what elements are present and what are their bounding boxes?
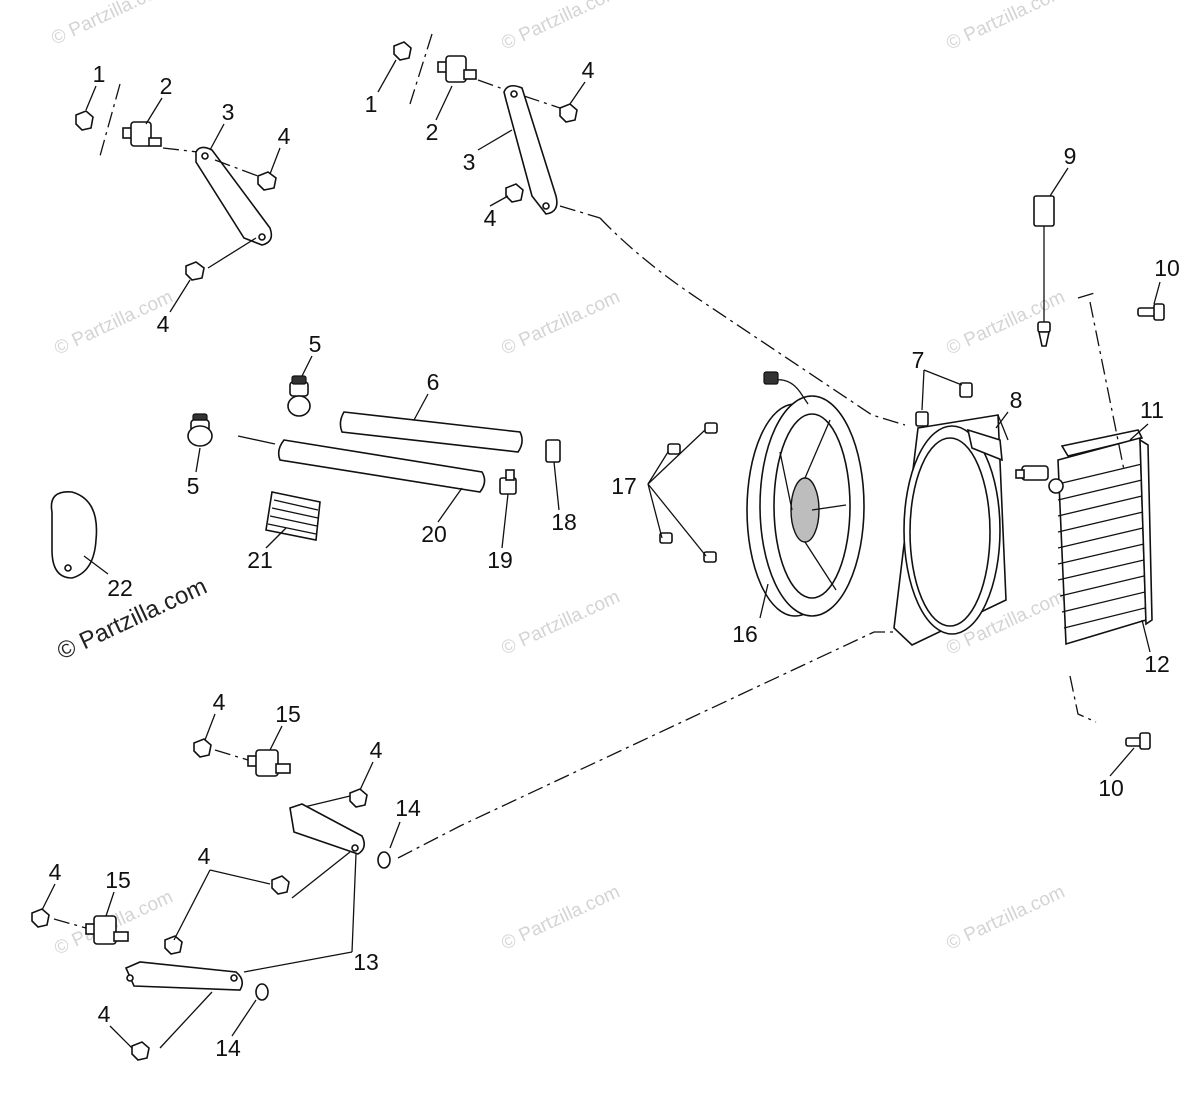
callout-6: 6	[427, 369, 440, 395]
bracket-part-13	[289, 803, 366, 855]
callout-4: 4	[49, 859, 62, 885]
clip-part-22	[50, 491, 98, 579]
callout-22: 22	[107, 575, 133, 601]
callout-3: 3	[463, 149, 476, 175]
callout-4: 4	[157, 311, 170, 337]
callout-4: 4	[198, 843, 211, 869]
watermark-text: © Partzilla.com	[498, 586, 623, 659]
watermark-text: © Partzilla.com	[943, 881, 1068, 954]
nut-part-4	[559, 103, 578, 123]
callout-4: 4	[582, 57, 595, 83]
fitting-part-19	[499, 469, 517, 495]
nut-part-4	[185, 261, 205, 281]
hose-part-6	[339, 411, 523, 453]
callout-11: 11	[1140, 397, 1164, 423]
shroud-part-8	[893, 414, 1009, 646]
hose-part-20	[277, 439, 486, 493]
callout-9: 9	[1064, 143, 1077, 169]
upper-middle-bracket-group	[393, 33, 906, 426]
callout-10: 10	[1154, 255, 1180, 281]
bracket-part-13	[124, 961, 244, 991]
radiator-tank-part-12	[1139, 438, 1153, 626]
callout-7: 7	[912, 347, 925, 373]
callout-4: 4	[370, 737, 383, 763]
callout-4: 4	[278, 123, 291, 149]
connector-icon	[763, 371, 779, 385]
radiator-fittings	[1015, 465, 1064, 494]
nut-part-4	[193, 738, 212, 758]
bracket-part-3	[195, 146, 273, 246]
nut-part-4	[131, 1041, 150, 1061]
nut-part-4	[257, 171, 277, 191]
washer-part-14	[255, 983, 269, 1001]
sleeve-part-21	[265, 491, 321, 541]
lower-right-bracket-group	[193, 631, 898, 899]
callout-21: 21	[247, 547, 273, 573]
callout-13: 13	[353, 949, 379, 975]
callout-10: 10	[1098, 775, 1124, 801]
watermark-text: © Partzilla.com	[943, 0, 1068, 55]
watermark-text: © Partzilla.com	[498, 0, 623, 55]
washer-part-14	[377, 851, 391, 869]
bracket-part-3	[503, 84, 558, 215]
callout-5: 5	[309, 331, 322, 357]
callout-2: 2	[426, 119, 439, 145]
callout-20: 20	[421, 521, 447, 547]
bolt-part-10	[1125, 732, 1151, 750]
callout-5: 5	[187, 473, 200, 499]
bolt-part-10	[1137, 303, 1165, 321]
callout-8: 8	[1010, 387, 1023, 413]
watermark-text: © Partzilla.com	[48, 0, 173, 50]
callout-4: 4	[484, 205, 497, 231]
lower-left-bracket-group	[31, 853, 357, 1061]
radiator-fins	[1057, 463, 1146, 629]
callout-16: 16	[732, 621, 758, 647]
clamp-part-5	[187, 413, 213, 447]
callout-2: 2	[160, 73, 173, 99]
callout-18: 18	[551, 509, 577, 535]
callout-15: 15	[275, 701, 301, 727]
radiator-part-11	[1015, 429, 1153, 646]
clips-part-7	[915, 369, 973, 427]
rubber-mount-part-2	[437, 55, 477, 83]
callout-19: 19	[487, 547, 513, 573]
leader-lines	[41, 59, 1161, 1049]
nut-part-4	[349, 788, 368, 808]
callout-labels: 1 2 3 4 4 1 2 3 4 4 5 5 6 7 8 9 10 10 11…	[49, 57, 1180, 1061]
nut-part-4	[164, 935, 183, 955]
watermark-text: © Partzilla.com	[498, 286, 623, 359]
fitting-part-18	[545, 439, 561, 463]
nut-part-4	[271, 875, 290, 895]
callout-14: 14	[215, 1035, 241, 1061]
upper-left-bracket-group	[75, 83, 277, 281]
callout-4: 4	[98, 1001, 111, 1027]
rubber-mount-part-15	[85, 915, 129, 945]
callout-15: 15	[105, 867, 131, 893]
rubber-mount-part-15	[247, 749, 291, 777]
nut-part-1	[75, 110, 94, 131]
callout-14: 14	[395, 795, 421, 821]
callout-3: 3	[222, 99, 235, 125]
nut-part-4	[31, 908, 50, 928]
screws-part-17	[647, 422, 718, 563]
callout-12: 12	[1144, 651, 1170, 677]
rubber-mount-part-2	[122, 121, 162, 147]
callout-1: 1	[365, 91, 378, 117]
fan-part-16	[746, 371, 865, 617]
callout-1: 1	[93, 61, 106, 87]
callout-17: 17	[611, 473, 637, 499]
watermark-text: © Partzilla.com	[498, 881, 623, 954]
sensor-part-9	[1033, 195, 1055, 347]
clamp-part-5	[287, 375, 311, 417]
hose-group	[50, 375, 561, 579]
callout-4: 4	[213, 689, 226, 715]
nut-part-1	[393, 41, 412, 61]
nut-part-4	[505, 183, 524, 203]
